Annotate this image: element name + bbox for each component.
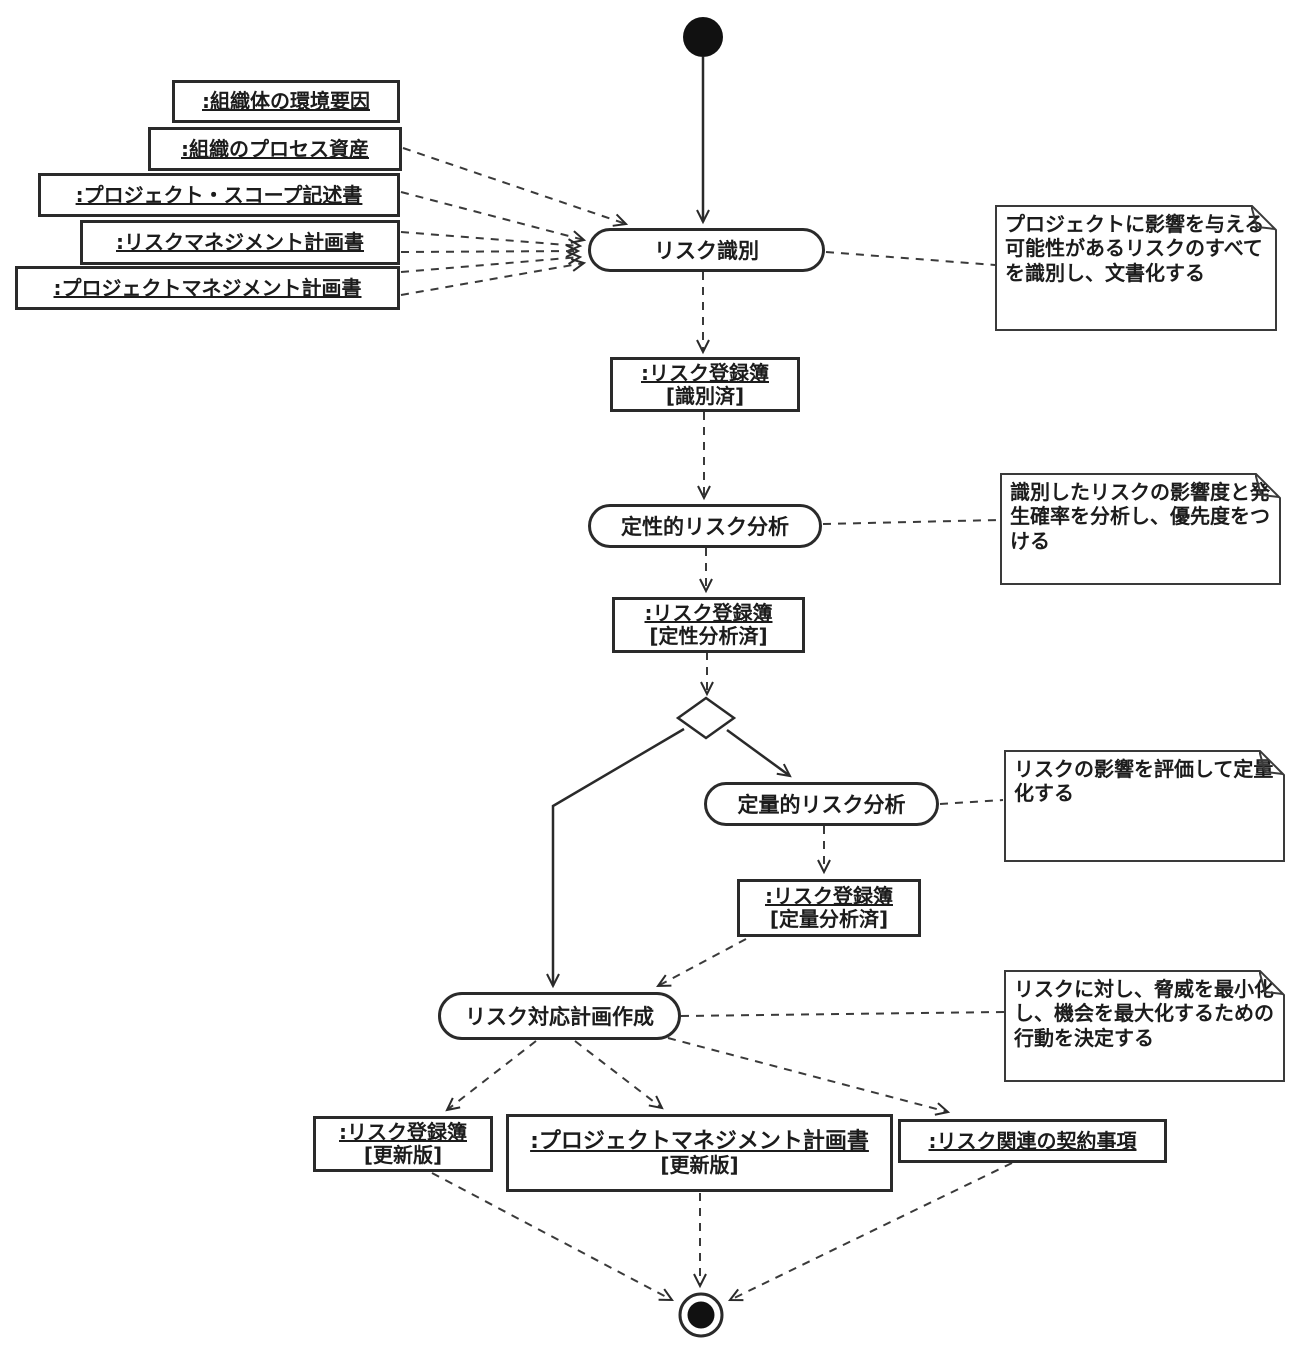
note-text: リスクに対し、脅威を最小化し、機会を最大化するための行動を決定する [1014, 977, 1274, 1050]
edge-decision-to-response-planning [546, 727, 685, 989]
input-label: :組織のプロセス資産 [181, 136, 369, 161]
artifact-state: [識別済] [665, 383, 745, 408]
artifact-risk-register-quantitative: :リスク登録簿 [定量分析済] [737, 879, 921, 937]
note-fold-icon [1255, 473, 1281, 499]
edge-contract-to-end [727, 1162, 1013, 1302]
note-fold-icon [1259, 750, 1285, 776]
edge-note3-anchor [939, 799, 1004, 805]
edge-input3 [400, 231, 583, 252]
activity-risk-identification: リスク識別 [588, 228, 825, 272]
activity-label: リスク識別 [654, 239, 759, 263]
activity-label: リスク対応計画作成 [465, 1005, 654, 1029]
artifact-project-mgmt-plan-updated: :プロジェクトマネジメント計画書 [更新版] [506, 1114, 893, 1192]
dashed-edges [400, 147, 1013, 1302]
edge-note4-anchor [680, 1011, 1005, 1017]
input-label: :プロジェクト・スコープ記述書 [75, 182, 363, 207]
edge-register4-to-end [431, 1172, 674, 1302]
artifact-title: :リスク登録簿 [765, 884, 893, 908]
input-box-scope-statement: :プロジェクト・スコープ記述書 [38, 173, 400, 217]
note-fold-icon [1251, 205, 1277, 231]
input-label: :プロジェクトマネジメント計画書 [53, 275, 362, 300]
artifact-title: :リスク登録簿 [644, 601, 773, 625]
artifact-title: :リスク登録簿 [339, 1120, 467, 1144]
note-fold-icon [1259, 970, 1285, 996]
note-qualitative-analysis: 識別したリスクの影響度と発生確率を分析し、優先度をつける [1000, 473, 1281, 585]
input-box-risk-mgmt-plan: :リスクマネジメント計画書 [80, 220, 400, 265]
start-node [683, 17, 723, 57]
edge-input4 [400, 244, 581, 258]
solid-edges [546, 57, 792, 989]
artifact-risk-register-updated: :リスク登録簿 [更新版] [313, 1116, 493, 1172]
note-response-planning: リスクに対し、脅威を最小化し、機会を最大化するための行動を決定する [1004, 970, 1285, 1082]
edge-decision-to-quantitative [726, 728, 792, 778]
edge-input2 [400, 191, 587, 244]
activity-qualitative-analysis: 定性的リスク分析 [588, 504, 822, 548]
edge-response-to-register4 [445, 1040, 537, 1112]
input-label: :組織体の環境要因 [202, 89, 370, 113]
artifact-risk-register-identified: :リスク登録簿 [識別済] [610, 357, 800, 412]
note-text: リスクの影響を評価して定量化する [1014, 757, 1274, 806]
artifact-risk-contract-items: :リスク関連の契約事項 [898, 1119, 1167, 1163]
edge-response-to-contract [667, 1037, 951, 1116]
artifact-state: [更新版] [363, 1143, 443, 1167]
edge-note1-anchor [825, 251, 996, 266]
note-quantitative-analysis: リスクの影響を評価して定量化する [1004, 750, 1285, 862]
artifact-title: :リスク関連の契約事項 [928, 1128, 1137, 1153]
activity-quantitative-analysis: 定量的リスク分析 [704, 782, 939, 826]
artifact-title: :リスク登録簿 [641, 360, 769, 385]
edge-register3-to-response [656, 938, 747, 988]
activity-response-planning: リスク対応計画作成 [438, 992, 681, 1040]
edge-note2-anchor [822, 519, 1000, 525]
input-box-project-mgmt-plan: :プロジェクトマネジメント計画書 [15, 266, 400, 310]
artifact-state: [定性分析済] [649, 624, 768, 648]
input-box-process-assets: :組織のプロセス資産 [148, 127, 402, 171]
edge-response-to-pmplan [574, 1040, 664, 1110]
note-text: プロジェクトに影響を与える可能性があるリスクのすべてを識別し、文書化する [1005, 212, 1265, 285]
artifact-title: :プロジェクトマネジメント計画書 [530, 1128, 869, 1154]
edge-input5 [400, 251, 583, 273]
artifact-state: [更新版] [660, 1153, 739, 1178]
edge-input1 [402, 147, 629, 227]
input-box-environmental-factors: :組織体の環境要因 [172, 80, 400, 123]
end-node [678, 1292, 724, 1338]
activity-label: 定性的リスク分析 [621, 515, 789, 539]
activity-label: 定量的リスク分析 [737, 793, 906, 817]
edge-input6 [400, 258, 587, 296]
artifact-state: [定量分析済] [769, 907, 889, 931]
note-text: 識別したリスクの影響度と発生確率を分析し、優先度をつける [1010, 480, 1270, 553]
input-label: :リスクマネジメント計画書 [116, 230, 364, 254]
artifact-risk-register-qualitative: :リスク登録簿 [定性分析済] [612, 597, 805, 653]
decision-diamond [675, 696, 737, 740]
note-risk-identification: プロジェクトに影響を与える可能性があるリスクのすべてを識別し、文書化する [995, 205, 1277, 331]
